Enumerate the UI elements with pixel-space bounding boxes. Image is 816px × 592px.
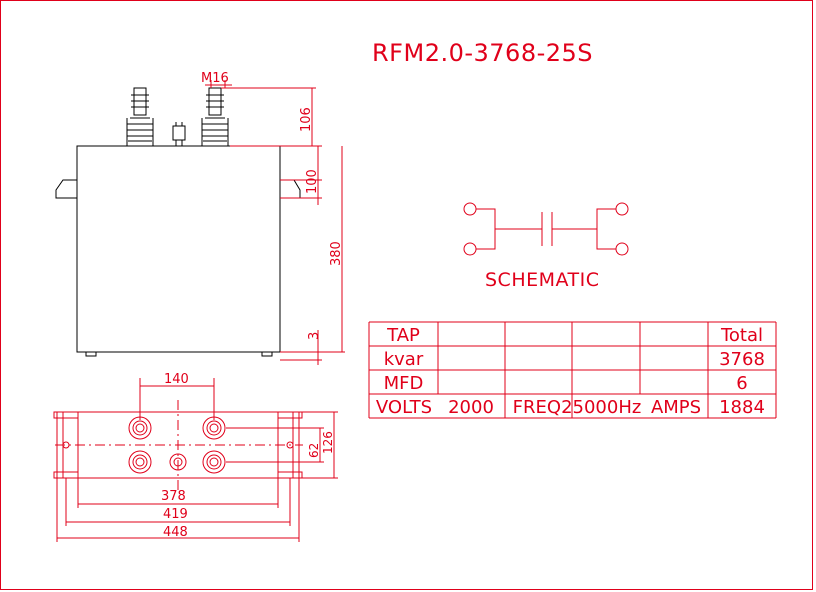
dim-380: 380 <box>329 241 344 266</box>
drawing-title: RFM2.0-3768-25S <box>372 39 593 67</box>
m16-dim-label: M16 <box>201 71 229 86</box>
left-bushing <box>126 87 154 146</box>
capacitor-body <box>76 145 281 353</box>
table-volts-value: 2000 <box>448 397 494 418</box>
dim-100: 100 <box>305 169 320 194</box>
center-terminal <box>172 122 186 146</box>
dim-62: 62 <box>307 443 321 458</box>
dim-106: 106 <box>299 107 314 132</box>
table-amps-label: AMPS <box>651 397 701 418</box>
feet <box>85 352 273 357</box>
schematic-symbol <box>463 202 629 256</box>
dim-126: 126 <box>321 431 335 454</box>
top-view: 140 62 126 378 419 448 <box>53 372 338 542</box>
dim-448: 448 <box>163 525 188 540</box>
dim-140: 140 <box>164 372 189 387</box>
schematic-label: SCHEMATIC <box>485 269 600 291</box>
table-row-label: TAP <box>386 325 420 346</box>
right-bracket <box>280 179 301 199</box>
side-view: M16 106 100 380 3 <box>55 71 345 365</box>
table-row-label: MFD <box>384 373 424 394</box>
table-cell: 3768 <box>719 349 765 370</box>
top-terminals <box>128 416 226 474</box>
left-bracket <box>55 179 77 199</box>
table-amps-value: 1884 <box>719 397 765 418</box>
right-bushing <box>201 87 229 146</box>
dim-419: 419 <box>163 507 188 522</box>
dim-378: 378 <box>161 489 186 504</box>
dim-3: 3 <box>307 332 322 340</box>
table-volts-label: VOLTS <box>376 397 432 418</box>
table-freq: FREQ25000Hz <box>513 397 642 418</box>
table-row-label: kvar <box>384 349 424 370</box>
table-cell: 6 <box>736 373 747 394</box>
table-cell: Total <box>720 325 763 346</box>
